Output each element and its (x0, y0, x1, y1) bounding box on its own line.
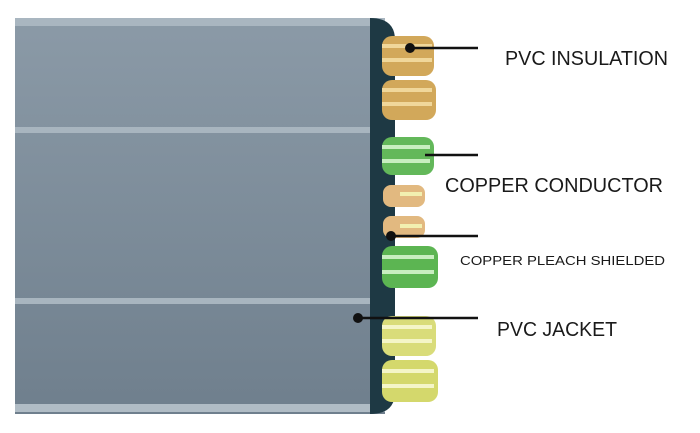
bundle-gold-1 (382, 36, 434, 76)
bundle-green-1 (382, 137, 434, 175)
bundle-yellow-2 (382, 360, 438, 402)
leader-copper-shielded (386, 231, 478, 241)
bundle-tan-1 (383, 185, 425, 207)
label-pvc-insulation: PVC INSULATION (505, 48, 668, 70)
label-pvc-jacket: PVC JACKET (497, 319, 617, 341)
separator-line (15, 127, 385, 133)
bundle-gold-2 (382, 80, 436, 120)
bundle-yellow-1 (382, 316, 436, 356)
separator-line (15, 298, 385, 304)
bundle-green-2 (382, 246, 438, 288)
label-copper-pleach-shielded: COPPER PLEACH SHIELDED (460, 253, 665, 268)
conductor-bundles (382, 36, 438, 402)
leader-pvc-insulation (405, 43, 478, 53)
cable-jacket (15, 18, 395, 414)
label-copper-conductor: COPPER CONDUCTOR (445, 175, 663, 197)
leader-pvc-jacket (353, 313, 478, 323)
